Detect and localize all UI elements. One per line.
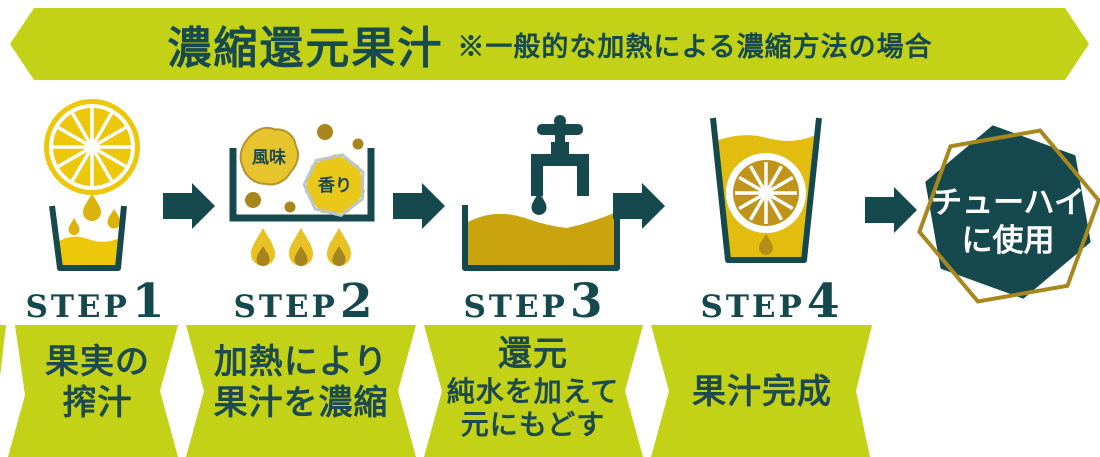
badge-text-line2: に使用 <box>962 223 1055 259</box>
flame-icon <box>251 228 351 266</box>
caption-line: 果汁を濃縮 <box>213 383 389 423</box>
step-4-illustration <box>710 117 822 263</box>
caption-line: 元にもどす <box>460 408 606 441</box>
reduction-tank-icon <box>462 205 620 271</box>
step-word: STEP <box>700 289 805 325</box>
header-banner-ribbon <box>10 8 1089 80</box>
caption-line: 果汁完成 <box>692 372 832 412</box>
faucet-icon <box>531 115 589 196</box>
lemon-slice-icon <box>726 153 806 233</box>
caption-step-1: 果実の 搾汁 <box>20 342 175 424</box>
step-word: STEP <box>463 289 568 325</box>
step-word: STEP <box>233 289 338 325</box>
caption-step-3: 還元 純水を加えて 元にもどす <box>430 334 636 441</box>
bubble-dots <box>245 124 364 213</box>
caption-step-2: 加熱により 果汁を濃縮 <box>195 342 407 424</box>
step-1-label: STEP 1 <box>25 274 164 329</box>
squeeze-glass-icon <box>49 205 127 271</box>
juice-glass-icon <box>710 117 822 263</box>
step-3-label: STEP 3 <box>463 274 602 329</box>
page-title: 濃縮還元果汁 <box>167 23 444 74</box>
arrow-right-icon <box>613 183 665 229</box>
step-3-illustration <box>462 115 620 271</box>
aroma-label: 香り <box>318 176 352 196</box>
step-word: STEP <box>25 289 130 325</box>
arrow-right-icon <box>393 183 445 229</box>
caption-line: 純水を加えて <box>446 375 620 408</box>
flavor-label: 風味 <box>252 147 286 168</box>
heating-pot-icon <box>229 148 375 222</box>
lemon-slice-icon <box>44 99 140 195</box>
arrow-right-icon <box>163 183 215 229</box>
header-banner: 濃縮還元果汁 ※一般的な加熱による濃縮方法の場合 <box>0 8 1100 80</box>
badge-text-line1: チューハイ <box>931 185 1085 221</box>
step-2-label: STEP 2 <box>233 274 372 329</box>
hexagon-gold-outline <box>917 128 1100 304</box>
juice-drop-icon <box>68 194 121 236</box>
water-drop-icon <box>531 192 547 215</box>
caption-step-4: 果汁完成 <box>662 372 862 413</box>
caption-line: 果実の <box>45 342 150 382</box>
step-number: 1 <box>131 274 165 329</box>
arrow-right-icon <box>865 187 917 233</box>
aroma-blob: 香り <box>302 153 365 217</box>
step-number: 3 <box>569 274 603 329</box>
caption-line: 還元 <box>498 334 568 374</box>
bottom-banner-ribbon <box>0 325 872 457</box>
page-title-note: ※一般的な加熱による濃縮方法の場合 <box>457 31 933 63</box>
step-1-illustration <box>44 99 140 271</box>
step-number: 4 <box>806 274 840 329</box>
caption-line: 加熱により <box>213 342 389 382</box>
chuhai-badge: チューハイ に使用 <box>917 125 1100 304</box>
flavor-blob: 風味 <box>239 126 299 186</box>
step-4-label: STEP 4 <box>700 274 839 329</box>
step-2-illustration: 風味 香り <box>229 124 375 266</box>
step-number: 2 <box>339 274 373 329</box>
caption-line: 搾汁 <box>62 383 133 423</box>
juice-drip-icon <box>759 234 773 255</box>
hexagon-shape <box>925 125 1091 299</box>
